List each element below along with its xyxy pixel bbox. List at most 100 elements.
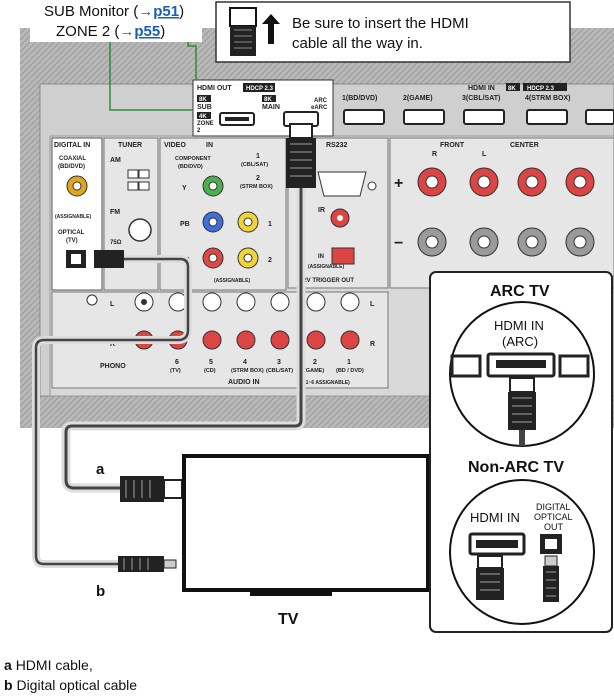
8k-badge-sub <box>197 95 211 102</box>
speaker-box <box>389 137 614 289</box>
plug-tip <box>544 555 558 567</box>
zone2-callout: ZONE 2 (→p55) <box>56 23 165 40</box>
tip-line-2: cable all the way in. <box>292 35 423 52</box>
plug-grip <box>480 573 500 591</box>
label-a: a <box>96 461 105 478</box>
am-terminal-4[interactable] <box>138 181 150 191</box>
assignable-label-b: (ASSIGNABLE) <box>214 278 250 284</box>
ground-screw <box>86 294 98 306</box>
video-2-sub-label: (STRM BOX) <box>240 184 273 190</box>
legend: a HDMI cable, b Digital optical cable <box>4 655 137 695</box>
jack-center <box>425 235 439 249</box>
sub-label: SUB <box>197 104 212 111</box>
plug-grip <box>512 397 532 423</box>
audio-5-sub: (CD) <box>204 368 216 374</box>
audio-5-num: 5 <box>209 359 213 366</box>
fm-antenna-jack[interactable] <box>128 218 152 242</box>
audio-2-r-jack[interactable] <box>306 330 326 350</box>
hdcp-badge-text: HDCP 2.3 <box>246 86 274 92</box>
p51-link[interactable]: p51 <box>153 3 179 20</box>
tip-box-frame <box>215 1 571 63</box>
zone-number: 2 <box>197 128 201 134</box>
tv-label: TV <box>278 611 299 628</box>
hdmi-in-5-port[interactable] <box>585 109 614 125</box>
non-arc-hdmi-plug <box>476 568 504 600</box>
audio-1-l-jack[interactable] <box>340 292 360 312</box>
tv-stand <box>250 590 332 596</box>
hdmi-in-3-label: 3(CBL/SAT) <box>462 95 500 102</box>
hdmi-out-label: HDMI OUT <box>197 85 232 92</box>
fm-label: FM <box>110 209 120 216</box>
hdmi-in-8k-badge <box>506 83 520 91</box>
plug-grip <box>290 143 312 177</box>
jack-center <box>525 175 539 189</box>
hdmi-in-8k-text: 8K <box>508 86 516 92</box>
non-arc-hdmi-in-label: HDMI IN <box>470 510 520 525</box>
tv-type-panel: ARC TV HDMI IN (ARC) Non-ARC TV HDMI IN … <box>429 271 613 633</box>
audio-r-label: R <box>370 341 375 348</box>
audio-in-section: L R PHONO L R 6 (TV) 5 (CD) 4 (STRM BOX)… <box>51 291 389 389</box>
audio-3-l-jack[interactable] <box>270 292 290 312</box>
sub-monitor-callout: SUB Monitor (→p51) <box>44 3 184 20</box>
tip-plug-head <box>229 7 257 27</box>
hdmi-in-section: HDMI IN 8K HDCP 2.3 1(BD/DVD) 2(GAME) 3(… <box>342 83 614 125</box>
legend-text-a: HDMI cable, <box>15 657 93 673</box>
hdmi-in-4-port[interactable] <box>526 109 568 125</box>
hdmi-in-label: HDMI IN <box>468 85 495 92</box>
hdmi-plug-main-tip <box>289 123 313 139</box>
audio-1-r-jack[interactable] <box>340 330 360 350</box>
audio-5-l-jack[interactable] <box>202 292 222 312</box>
hdmi-sub-port-pins <box>225 117 249 121</box>
jack-center <box>208 217 218 227</box>
tv: TV <box>182 454 430 628</box>
tip-plug-grip <box>234 29 252 49</box>
4k-badge-text: 4K <box>199 114 207 120</box>
legend-text-b: Digital optical cable <box>16 677 138 693</box>
jack-center <box>525 235 539 249</box>
coaxial-label: COAXIAL <box>59 156 86 162</box>
hdmi-in-1-port[interactable] <box>343 109 385 125</box>
jack-center <box>573 175 587 189</box>
arc-label: (ARC) <box>502 334 538 349</box>
front-label: FRONT <box>440 142 465 149</box>
main-label: MAIN <box>262 104 280 111</box>
optical-in-jack-core <box>71 254 81 264</box>
hdcp-badge <box>243 83 275 92</box>
audio-2-l-jack[interactable] <box>306 292 326 312</box>
jack-center <box>208 181 218 191</box>
audio-3-r-jack[interactable] <box>270 330 290 350</box>
audio-6-num: 6 <box>175 359 179 366</box>
component-sub-label: (BD/DVD) <box>178 164 203 170</box>
trigger-label: 12V TRIGGER OUT <box>300 278 354 284</box>
hdmi-cable <box>64 188 303 490</box>
optical-plug-tv-tip <box>163 559 177 569</box>
legend-item-a: a HDMI cable, <box>4 655 137 675</box>
tip-box: Be sure to insert the HDMI cable all the… <box>215 1 571 63</box>
am-terminal-2[interactable] <box>138 169 150 179</box>
jack-center <box>243 253 253 263</box>
am-terminal-3[interactable] <box>127 181 139 191</box>
rs232-port[interactable] <box>317 171 367 197</box>
plug-grip <box>546 571 556 597</box>
hdmi-in-2-port[interactable] <box>403 109 445 125</box>
digital-in-box <box>51 137 103 291</box>
minus-label: − <box>394 235 403 252</box>
optical-plug <box>543 566 559 602</box>
audio-4-l-jack[interactable] <box>236 292 256 312</box>
audio-assignable-range: (1~6 ASSIGNABLE) <box>304 380 350 386</box>
optical-label-tv: OPTICAL <box>534 512 573 522</box>
composite-1-num: 1 <box>268 221 272 228</box>
p55-link[interactable]: p55 <box>134 23 160 40</box>
arc-adjacent-port-left <box>450 354 482 378</box>
video-in-box <box>159 137 287 291</box>
phono-r-label: R <box>110 341 115 348</box>
trigger-jack[interactable] <box>331 247 355 265</box>
am-terminal-1[interactable] <box>127 169 139 179</box>
coaxial-jack-center <box>72 181 82 191</box>
optical-plug-tv <box>118 556 164 572</box>
audio-5-r-jack[interactable] <box>202 330 222 350</box>
audio-4-r-jack[interactable] <box>236 330 256 350</box>
audio-2-num: 2 <box>313 359 317 366</box>
hdmi-in-3-port[interactable] <box>463 109 505 125</box>
